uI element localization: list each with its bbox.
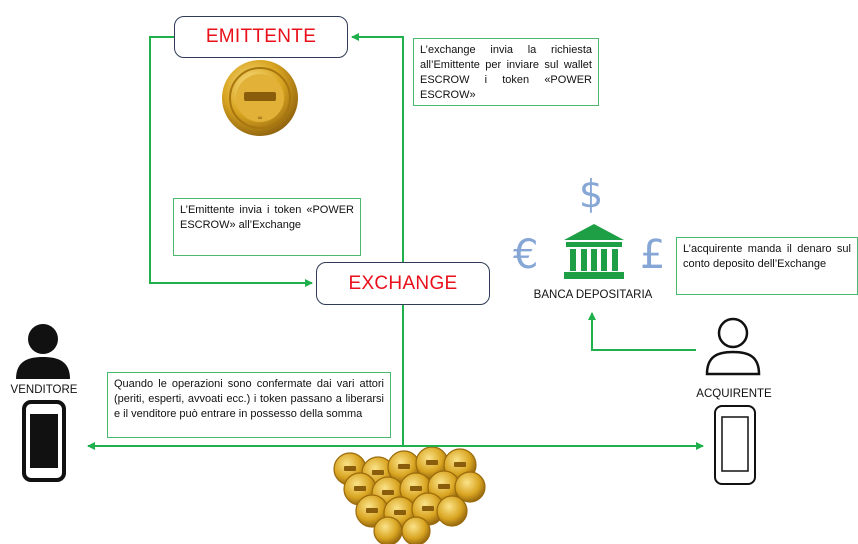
pound-icon: £ <box>640 232 666 278</box>
arrow-buyer-to-bank <box>588 312 696 351</box>
issuer-box: EMITTENTE <box>174 16 348 58</box>
svg-text:∞: ∞ <box>257 114 263 122</box>
note-buyer-deposit: L’acquirente manda il denaro sul conto d… <box>676 237 858 295</box>
coin-pile-icon <box>333 447 486 544</box>
dollar-icon: $ <box>579 172 604 216</box>
arrow-issuer-to-exchange <box>149 36 313 287</box>
bank-building-icon <box>564 224 624 279</box>
note-release: Quando le operazioni sono confermate dai… <box>107 372 391 438</box>
note-issuer-sends: L’Emittente invia i token «POWER ESCROW»… <box>173 198 361 256</box>
euro-icon: € <box>513 232 539 278</box>
seller-person-icon <box>16 324 70 379</box>
exchange-box: EXCHANGE <box>316 262 490 305</box>
buyer-smartphone-icon <box>714 405 756 485</box>
buyer-label: ACQUIRENTE <box>696 388 772 400</box>
buyer-person-icon <box>705 317 761 376</box>
seller-label: VENDITORE <box>10 384 78 396</box>
power-token-coin-icon: ∞ <box>222 60 298 136</box>
note-exchange-request: L’exchange invia la richiesta all’Emitte… <box>413 38 599 106</box>
exchange-label: EXCHANGE <box>348 272 458 294</box>
seller-smartphone-icon <box>22 400 66 482</box>
issuer-label: EMITTENTE <box>205 26 317 47</box>
arrow-exchange-to-issuer <box>351 33 404 262</box>
bank-label: BANCA DEPOSITARIA <box>533 289 653 301</box>
